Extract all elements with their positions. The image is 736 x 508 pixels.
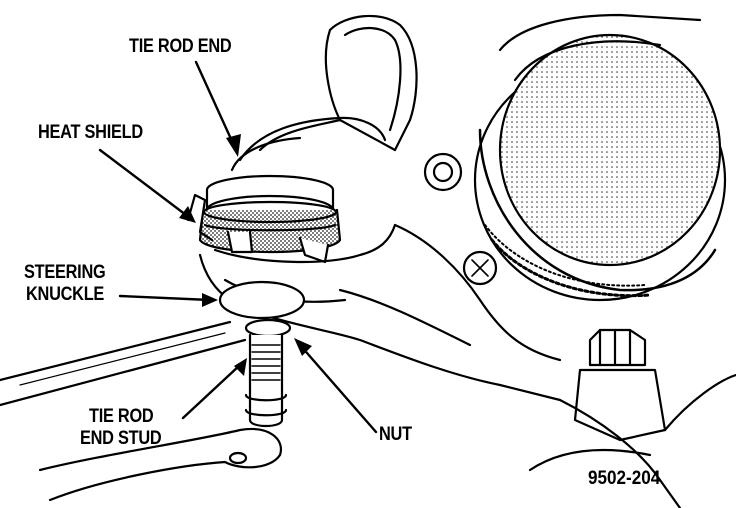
label-heat-shield: HEAT SHIELD [38,122,143,143]
label-tie-rod-end-stud-line2: END STUD [80,428,162,449]
tie-rod-end-body [230,116,387,172]
label-nut: NUT [379,424,412,445]
tie-rod-end-boot [198,174,342,254]
callout-leaders [98,60,378,434]
knuckle-boss [218,280,306,338]
tie-rod [0,320,247,407]
figure-number: 9502-204 [588,468,661,489]
lower-control-arm [528,373,736,508]
lower-link [38,427,283,502]
ball-joint-nut [573,328,667,442]
label-steering-knuckle-line2: KNUCKLE [26,284,105,305]
upper-arm [258,14,418,152]
heat-shield [186,193,330,264]
label-steering-knuckle-line1: STEERING [24,262,106,283]
label-tie-rod-end-stud-line1: TIE ROD [89,406,154,427]
hub-bolt-upper [423,152,463,192]
callout-arrowheads [179,134,312,376]
knuckle-bolt [462,250,498,286]
tie-rod-end-stud [244,333,288,428]
hub-rotor [473,13,727,302]
label-tie-rod-end: TIE ROD END [129,36,232,57]
